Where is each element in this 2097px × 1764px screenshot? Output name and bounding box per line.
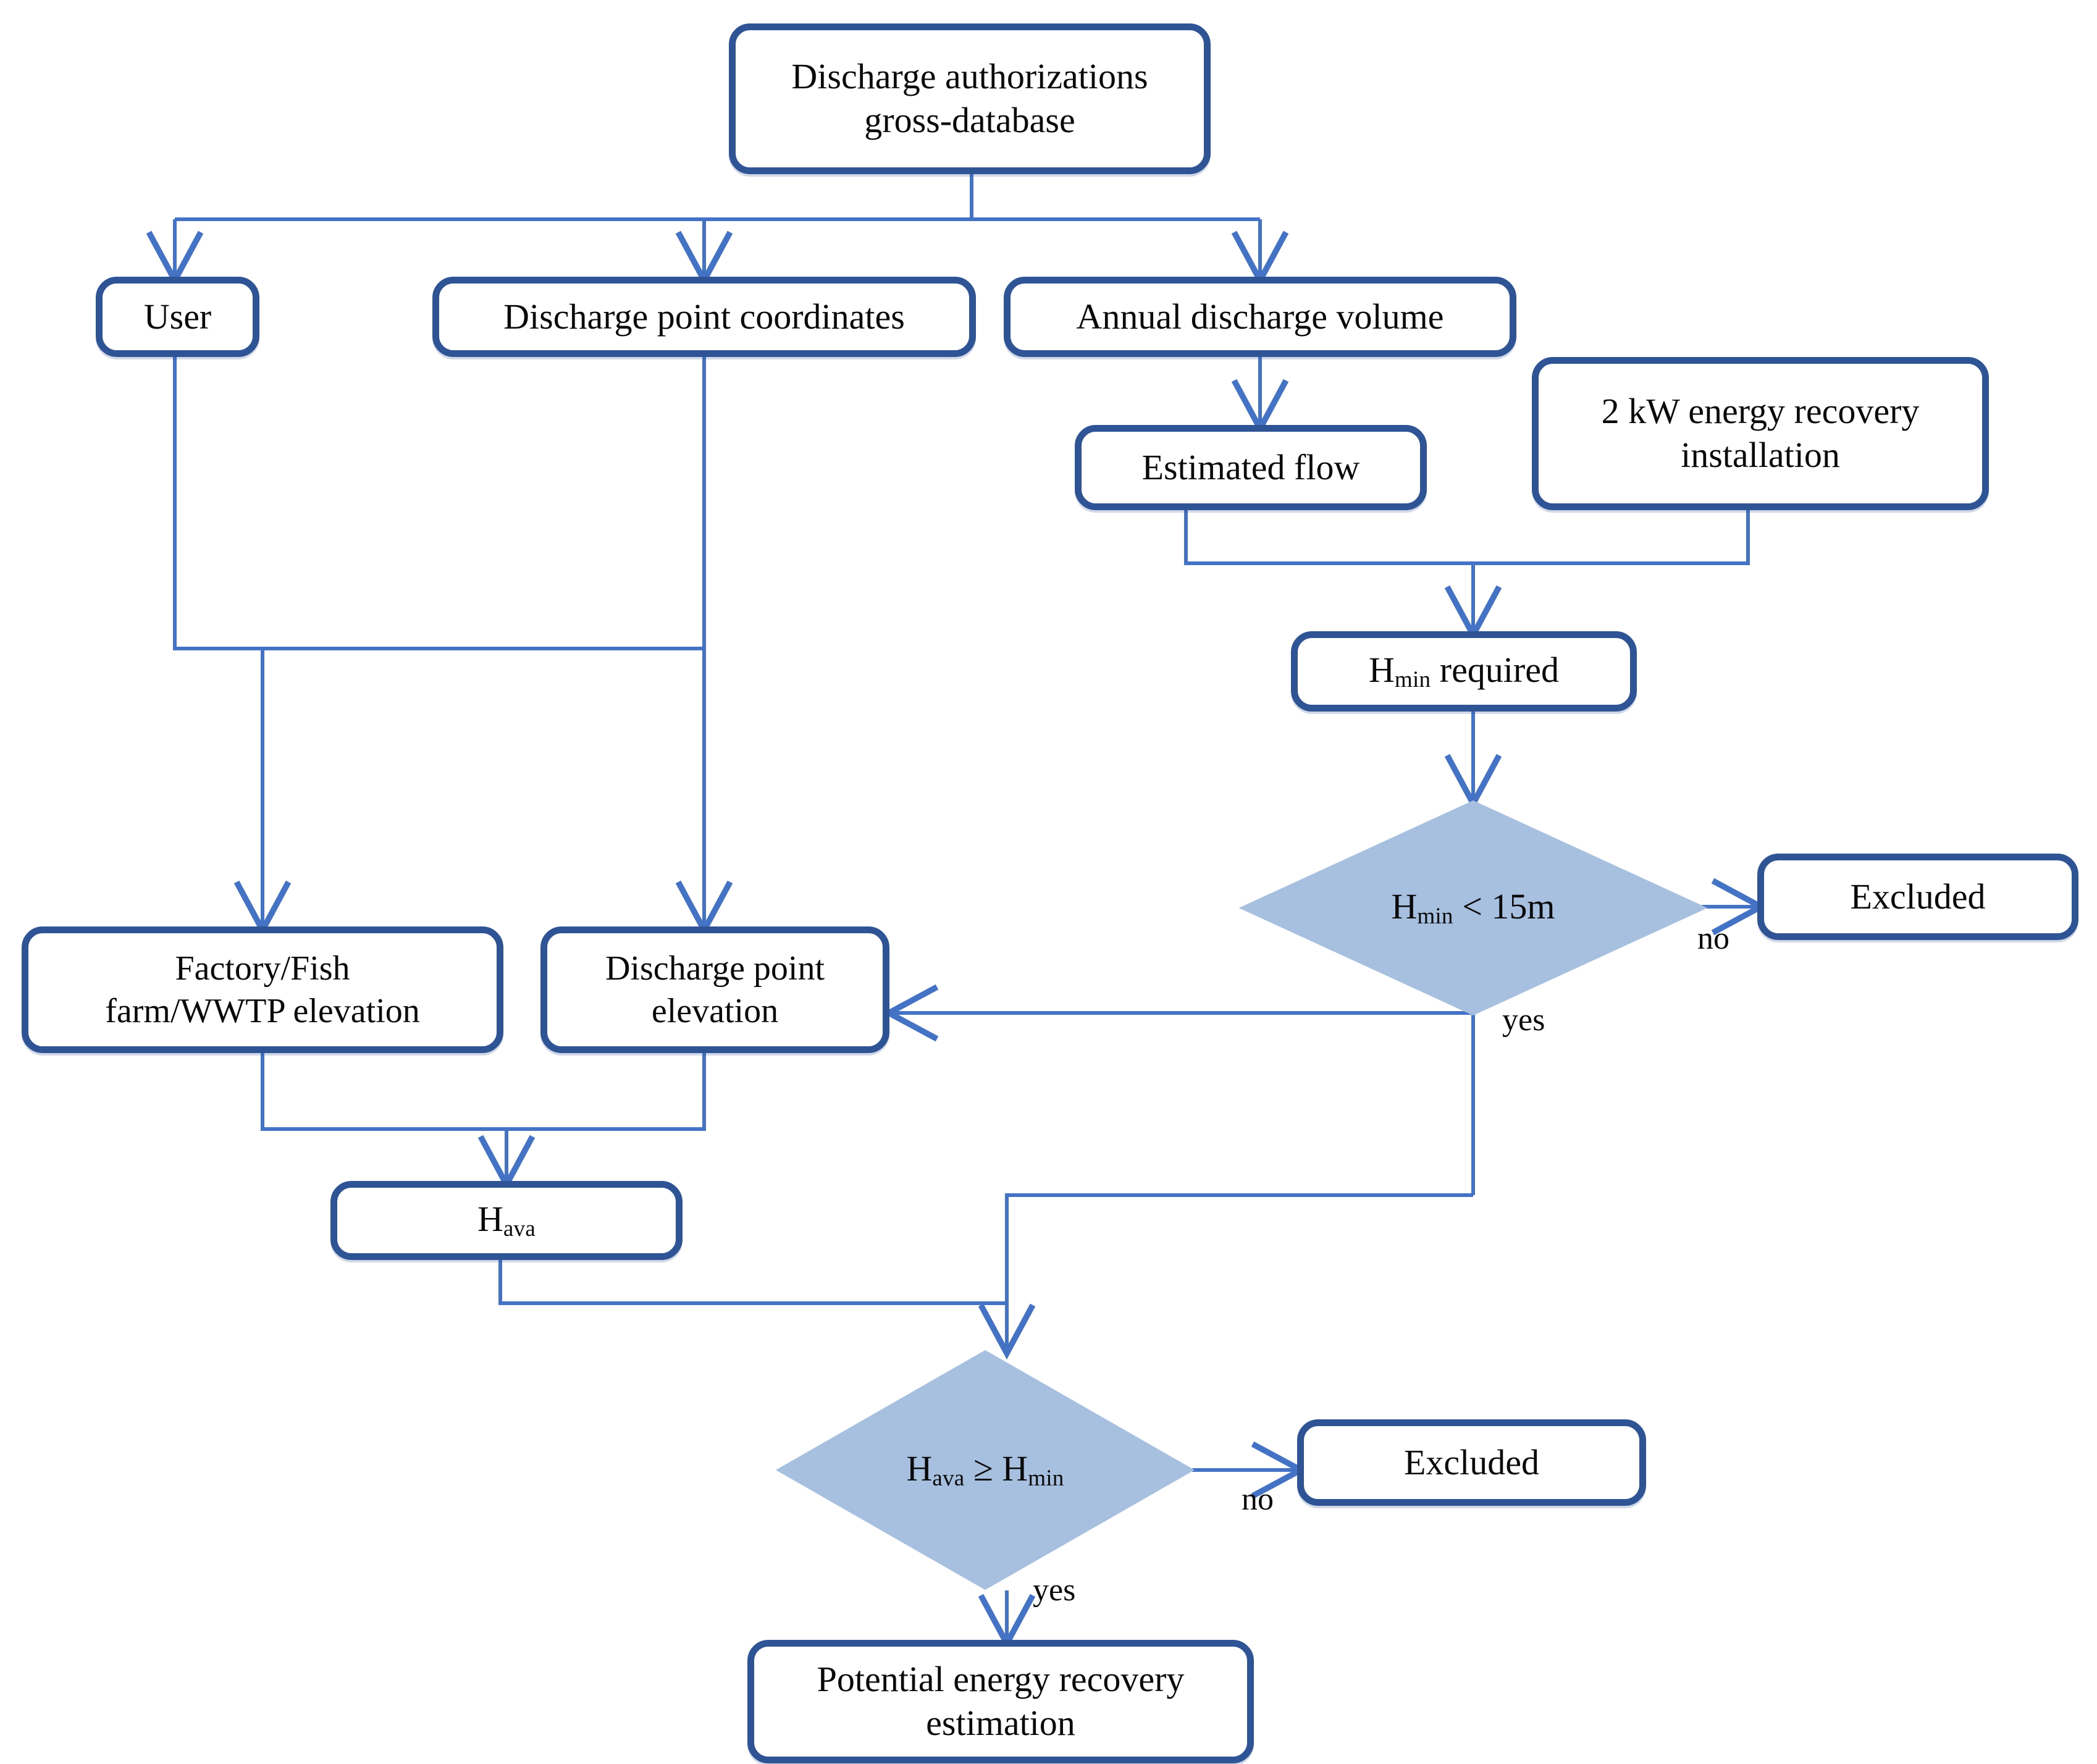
- hava-check-sub1: ava: [932, 1466, 965, 1492]
- hava-check-prefix: H: [906, 1448, 933, 1489]
- excluded-bottom-label: Excluded: [1403, 1442, 1540, 1482]
- node-estimated-flow[interactable]: Estimated flow: [1075, 425, 1427, 510]
- factory-elevation-line2: farm/WWTP elevation: [105, 991, 420, 1030]
- source-db-line2: gross-database: [864, 100, 1075, 140]
- node-source-database[interactable]: Discharge authorizations gross-database: [729, 23, 1211, 174]
- installation-line2: installation: [1681, 435, 1840, 475]
- node-discharge-point-coordinates[interactable]: Discharge point coordinates: [432, 277, 976, 357]
- annual-volume-label: Annual discharge volume: [1076, 296, 1444, 337]
- hava-prefix: H: [477, 1199, 503, 1240]
- hmin-required-suffix: required: [1431, 650, 1559, 691]
- factory-elevation-line1: Factory/Fish: [175, 949, 350, 988]
- installation-line1: 2 kW energy recovery: [1601, 391, 1920, 432]
- node-hmin-required[interactable]: Hmin required: [1291, 631, 1637, 712]
- node-factory-elevation[interactable]: Factory/Fish farm/WWTP elevation: [22, 926, 503, 1053]
- node-excluded-top[interactable]: Excluded: [1757, 854, 2078, 940]
- edge-elevations-merge: [261, 1053, 706, 1131]
- estimated-flow-label: Estimated flow: [1141, 447, 1360, 487]
- decision-hava-shape: [775, 1350, 1195, 1590]
- edge-user-bus: [173, 357, 704, 650]
- discharge-elevation-line2: elevation: [651, 991, 779, 1030]
- edge-label-hmin-yes: yes: [1502, 1002, 1545, 1038]
- decision-hmin-shape: [1238, 800, 1708, 1016]
- decision-hmin-check[interactable]: Hmin < 15m: [1238, 800, 1708, 1016]
- node-energy-recovery-installation[interactable]: 2 kW energy recovery installation: [1532, 357, 1989, 510]
- node-user[interactable]: User: [96, 277, 259, 357]
- hava-sub: ava: [503, 1216, 536, 1242]
- result-line1: Potential energy recovery: [817, 1659, 1185, 1700]
- excluded-top-label: Excluded: [1850, 876, 1986, 917]
- hmin-required-sub: min: [1394, 667, 1431, 693]
- node-hava[interactable]: Hava: [330, 1181, 683, 1260]
- hmin-check-sub: min: [1417, 904, 1453, 930]
- source-db-line1: Discharge authorizations: [791, 56, 1148, 97]
- hmin-required-prefix: H: [1369, 650, 1395, 691]
- node-result-estimation[interactable]: Potential energy recovery estimation: [747, 1640, 1254, 1763]
- node-annual-discharge-volume[interactable]: Annual discharge volume: [1004, 277, 1516, 357]
- hava-check-sub2: min: [1028, 1466, 1064, 1492]
- edge-label-hava-yes: yes: [1033, 1573, 1076, 1608]
- edge-flow-install-merge: [1184, 510, 1750, 565]
- hmin-check-prefix: H: [1391, 886, 1418, 927]
- node-excluded-bottom[interactable]: Excluded: [1297, 1419, 1646, 1506]
- hava-check-op: ≥ H: [964, 1448, 1028, 1489]
- result-line2: estimation: [926, 1703, 1075, 1743]
- hmin-check-suffix: < 15m: [1453, 886, 1555, 927]
- edge-label-hava-no: no: [1242, 1482, 1274, 1517]
- user-label: User: [143, 296, 212, 337]
- edge-hava-out: [498, 1260, 1007, 1305]
- discharge-elevation-line1: Discharge point: [605, 949, 825, 988]
- coordinates-label: Discharge point coordinates: [503, 296, 905, 337]
- edge-hmin-yes-to-decision2: [978, 1193, 1473, 1360]
- node-discharge-point-elevation[interactable]: Discharge point elevation: [540, 926, 889, 1053]
- edge-label-hmin-no: no: [1697, 921, 1729, 956]
- decision-hava-check[interactable]: Hava ≥ Hmin: [775, 1350, 1195, 1590]
